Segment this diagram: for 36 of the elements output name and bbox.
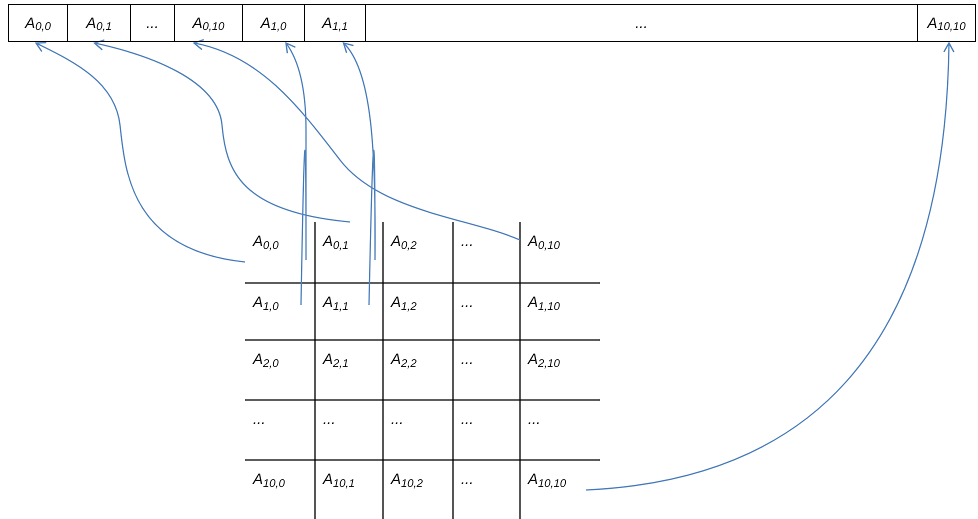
cell-label: A$_{1,10}$ [528, 295, 560, 310]
cell-label: A$_{1,1}$ [322, 16, 348, 30]
array-cell [175, 4, 243, 42]
cell-label: A$_{0,10}$ [528, 234, 560, 249]
cell-label: A$_{1,0}$ [253, 295, 279, 310]
cell-label: A$_{10,0}$ [253, 472, 285, 487]
curved-arrow [94, 39, 350, 223]
cell-label: A$_{2,1}$ [323, 352, 349, 367]
cell-label: A$_{10,10}$ [927, 16, 966, 30]
array-cell [918, 4, 976, 42]
curved-arrow [193, 40, 520, 241]
array-cell [131, 4, 175, 42]
array-cell [243, 4, 305, 42]
cell-label: A$_{0,2}$ [391, 234, 417, 249]
cell-label: A$_{10,10}$ [528, 472, 566, 487]
cell-label: A$_{2,2}$ [391, 352, 417, 367]
cell-label: A$_{0,0}$ [25, 16, 51, 30]
cell-label: A$_{10,1}$ [323, 472, 355, 487]
curved-arrow [35, 42, 246, 263]
array-cell [68, 4, 131, 42]
curved-arrow [285, 42, 307, 306]
cell-label: A$_{1,0}$ [260, 16, 286, 30]
cell-label: A$_{0,0}$ [253, 234, 279, 249]
array-cell [8, 4, 68, 42]
cell-label: A$_{1,1}$ [323, 295, 349, 310]
cell-label: A$_{0,1}$ [86, 16, 112, 30]
cell-label: A$_{2,0}$ [253, 352, 279, 367]
array-cell [366, 4, 918, 42]
cell-label: A$_{0,10}$ [192, 16, 224, 30]
curved-arrow [586, 42, 954, 491]
cell-label: A$_{2,10}$ [528, 352, 560, 367]
array-cell [305, 4, 366, 42]
cell-label: A$_{0,1}$ [323, 234, 349, 249]
cell-label: A$_{1,2}$ [391, 295, 417, 310]
cell-label: A$_{10,2}$ [391, 472, 423, 487]
curved-arrow [342, 42, 376, 306]
